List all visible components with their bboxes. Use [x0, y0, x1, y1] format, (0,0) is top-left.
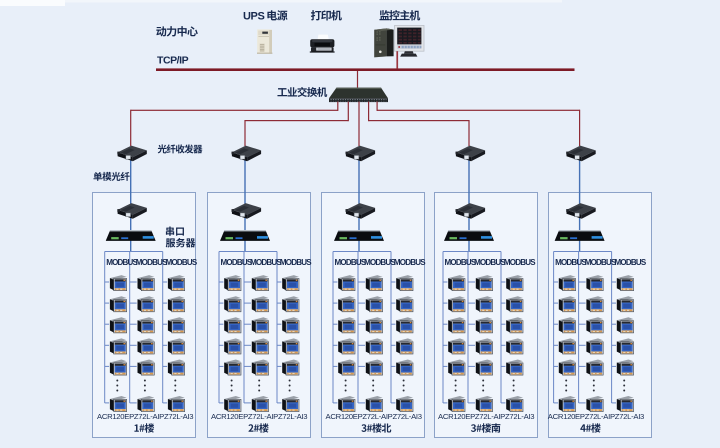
svg-text:ACR120EPZ72L-AIPZ72L-AI3: ACR120EPZ72L-AIPZ72L-AI3 — [211, 412, 307, 421]
svg-text:MODBUS: MODBUS — [474, 258, 506, 267]
svg-text:MODBUS: MODBUS — [585, 258, 617, 267]
svg-text:MODBUS: MODBUS — [504, 258, 536, 267]
svg-text:MODBUS: MODBUS — [394, 258, 426, 267]
svg-text:MODBUS: MODBUS — [364, 258, 396, 267]
svg-text:ACR120EPZ72L-AIPZ72L-AI3: ACR120EPZ72L-AIPZ72L-AI3 — [326, 412, 422, 421]
svg-text:MODBUS: MODBUS — [280, 258, 312, 267]
svg-text:TCP/IP: TCP/IP — [157, 55, 189, 67]
svg-text:ACR120EPZ72L-AIPZ72L-AI3: ACR120EPZ72L-AIPZ72L-AI3 — [97, 412, 193, 421]
svg-text:MODBUS: MODBUS — [166, 258, 198, 267]
svg-text:MODBUS: MODBUS — [136, 258, 168, 267]
svg-text:MODBUS: MODBUS — [106, 258, 138, 267]
svg-text:MODBUS: MODBUS — [335, 258, 367, 267]
svg-text:MODBUS: MODBUS — [615, 258, 647, 267]
svg-text:ACR120EPZ72L-AIPZ72L-AI3: ACR120EPZ72L-AIPZ72L-AI3 — [548, 412, 644, 421]
svg-text:MODBUS: MODBUS — [445, 258, 477, 267]
svg-text:MODBUS: MODBUS — [250, 258, 282, 267]
svg-text:MODBUS: MODBUS — [221, 258, 253, 267]
svg-text:ACR120EPZ72L-AIPZ72L-AI3: ACR120EPZ72L-AIPZ72L-AI3 — [438, 412, 534, 421]
svg-text:UPS: UPS — [243, 11, 264, 23]
svg-text:MODBUS: MODBUS — [555, 258, 587, 267]
